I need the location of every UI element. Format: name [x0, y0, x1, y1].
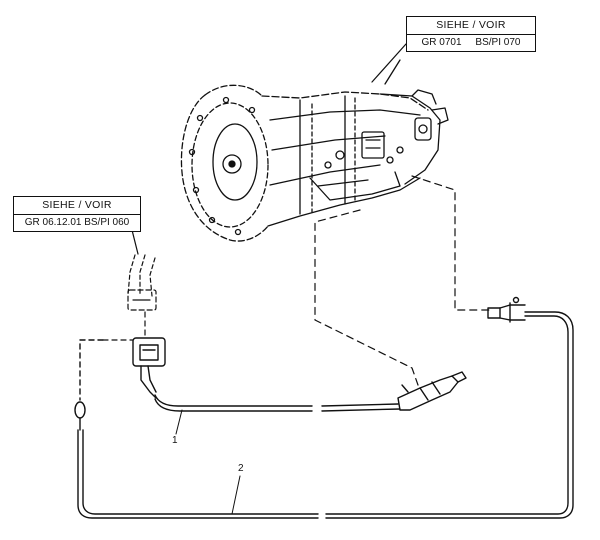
reference-code: GR 06.12.01 BS/PI 060: [24, 217, 130, 228]
callout-1: 1: [172, 435, 178, 446]
harness-connector-upper: [127, 254, 157, 311]
callout-leader-1: [175, 409, 183, 435]
transmission-assembly: [180, 59, 449, 242]
callout-leader-2: [231, 475, 241, 515]
reference-header: SIEHE / VOIR: [14, 197, 140, 215]
selector-harness-cable: [154, 371, 467, 412]
ground-cable: [74, 296, 574, 519]
reference-box-harness: SIEHE / VOIR GR 06.12.01 BS/PI 060: [13, 196, 141, 232]
ref-leader-1: [371, 43, 407, 83]
harness-connector: [132, 337, 166, 399]
ref-leader-2: [131, 229, 139, 255]
reference-box-transmission: SIEHE / VOIR GR 0701 BS/PI 070: [406, 16, 536, 52]
reference-header: SIEHE / VOIR: [407, 17, 535, 35]
callout-2: 2: [238, 463, 244, 474]
routing-dash-lines: [314, 175, 491, 386]
reference-code: GR 0701 BS/PI 070: [421, 37, 521, 48]
